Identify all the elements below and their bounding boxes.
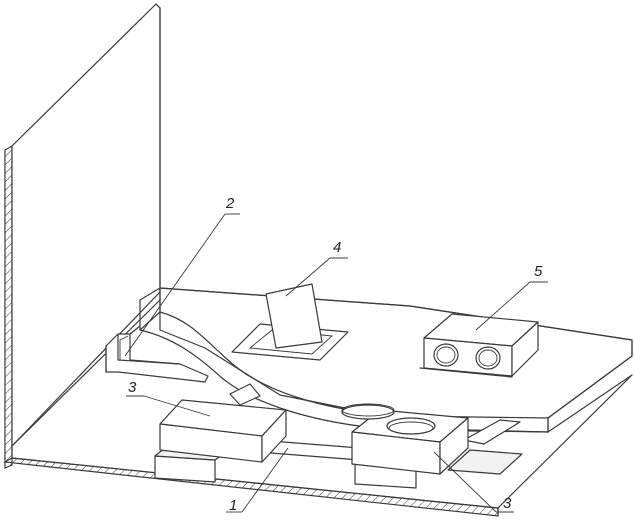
- opening-flap: [231, 283, 349, 361]
- label-3-left: 3: [128, 379, 137, 396]
- leader-lines: [124, 213, 548, 513]
- label-4: 4: [333, 239, 341, 256]
- bracket-element: [105, 325, 209, 383]
- label-5: 5: [534, 263, 543, 280]
- floor-plane: [3, 299, 633, 517]
- left-carriage-block: [159, 399, 287, 463]
- right-carriage-block: [351, 409, 469, 475]
- callout-labels: 2 4 5 3 1 3: [128, 195, 543, 514]
- twin-hole-box: [419, 313, 539, 378]
- label-1: 1: [229, 497, 237, 514]
- disk-element: [341, 403, 395, 420]
- back-wall: [4, 3, 161, 469]
- label-3-right: 3: [503, 495, 512, 512]
- label-2: 2: [225, 195, 235, 212]
